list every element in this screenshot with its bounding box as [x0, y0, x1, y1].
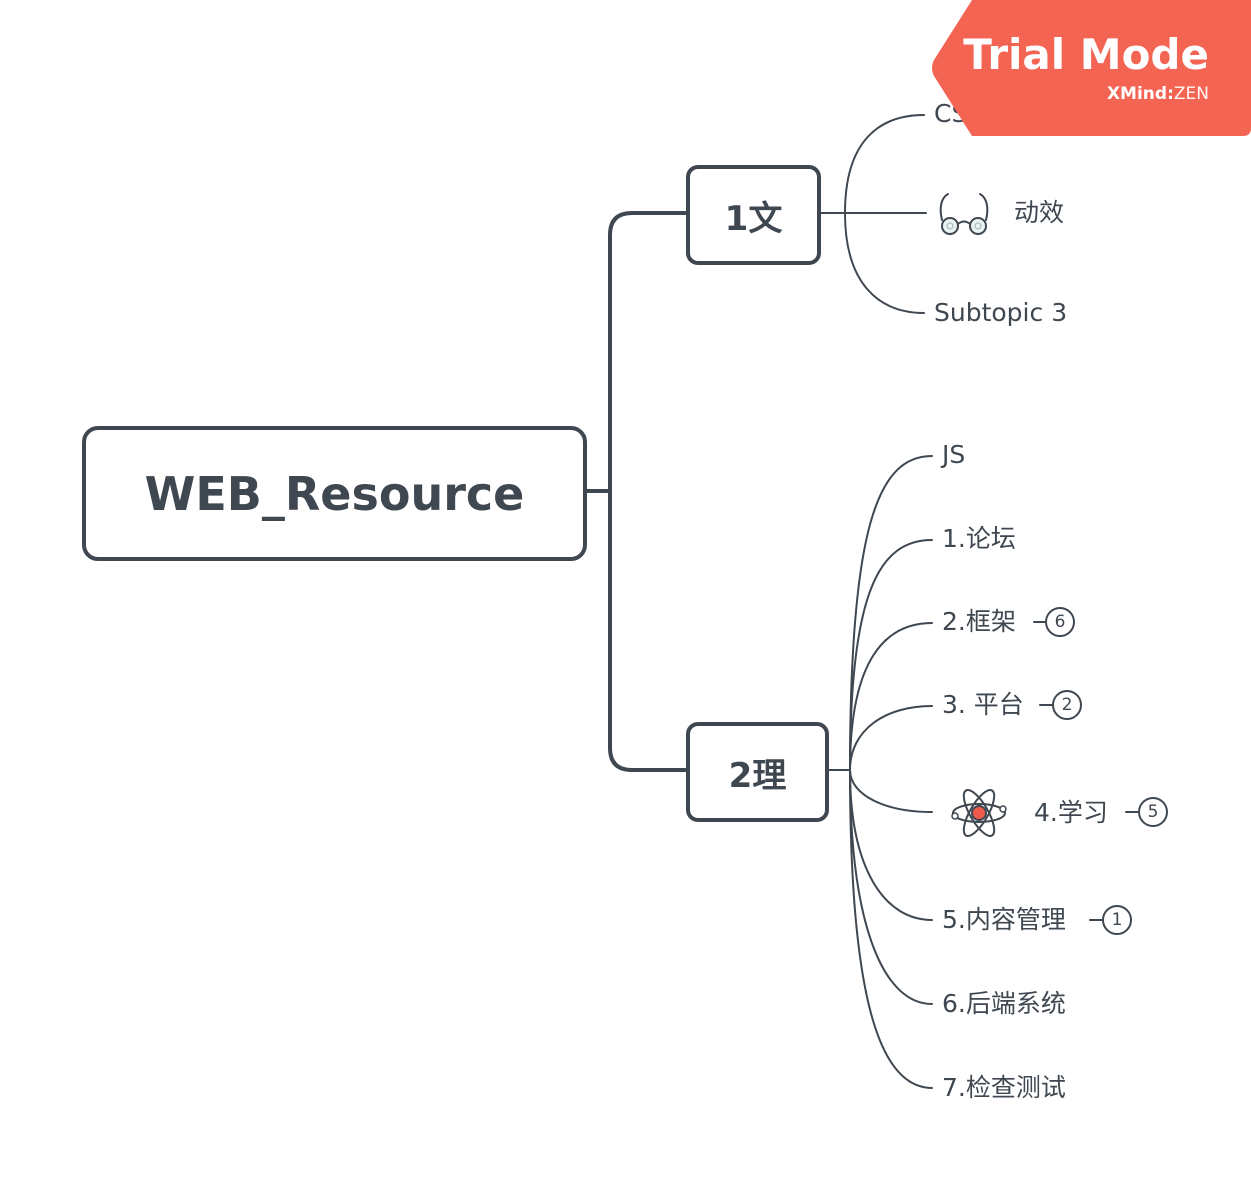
subtopic-backend[interactable]: 6.后端系统	[942, 986, 1066, 1022]
connector-cms	[849, 769, 933, 921]
subtopic-forum-label: 1.论坛	[942, 524, 1016, 553]
trial-brand-edition: ZEN	[1173, 84, 1209, 104]
connector-subtopic-3	[844, 212, 925, 314]
subtopic-study[interactable]: 4.学习	[1034, 795, 1108, 831]
trial-brand-name: XMind	[1106, 84, 1168, 104]
connector-platform	[849, 705, 933, 771]
subtopic-platform[interactable]: 3. 平台	[942, 687, 1024, 723]
subtopic-motion[interactable]: 动效	[1014, 195, 1064, 231]
root-connector-branch-1	[608, 211, 688, 772]
subtopic-js[interactable]: JS	[942, 437, 965, 473]
branch-topic-1[interactable]: 1文	[686, 165, 821, 265]
subtopic-study-label: 4.学习	[1034, 798, 1108, 827]
subtopic-cms-label: 5.内容管理	[942, 905, 1066, 934]
connector-js	[849, 455, 933, 771]
collapse-badge-study[interactable]: 5	[1138, 797, 1168, 827]
eyeglasses-icon	[939, 193, 989, 235]
branch-topic-2[interactable]: 2理	[686, 722, 829, 822]
collapse-badge-cms[interactable]: 1	[1102, 905, 1132, 935]
atom-icon	[951, 789, 1007, 837]
branch-topic-2-label: 2理	[728, 755, 787, 796]
trial-banner-shape	[932, 0, 1251, 136]
connector-study	[849, 769, 933, 813]
subtopic-3[interactable]: Subtopic 3	[934, 295, 1067, 331]
collapse-badge-platform-count: 2	[1061, 695, 1073, 715]
trial-mode-title: Trial Mode	[963, 30, 1209, 79]
connector-css	[844, 114, 925, 214]
subtopic-testing-label: 7.检查测试	[942, 1073, 1066, 1102]
subtopic-backend-label: 6.后端系统	[942, 989, 1066, 1018]
connector-forum	[849, 539, 933, 771]
root-topic-label: WEB_Resource	[144, 466, 525, 521]
subtopic-framework[interactable]: 2.框架	[942, 604, 1016, 640]
connector-framework	[849, 622, 933, 771]
collapse-badge-platform[interactable]: 2	[1052, 690, 1082, 720]
subtopic-cms[interactable]: 5.内容管理	[942, 902, 1066, 938]
collapse-badge-framework-count: 6	[1054, 612, 1066, 632]
subtopic-testing[interactable]: 7.检查测试	[942, 1070, 1066, 1106]
connector-testing	[849, 769, 933, 1089]
trial-mode-banner[interactable]: Trial Mode XMind:ZEN	[930, 0, 1251, 136]
subtopic-js-label: JS	[942, 440, 966, 469]
connector-backend	[849, 769, 933, 1005]
subtopic-framework-label: 2.框架	[942, 607, 1016, 636]
trial-brand: XMind:ZEN	[1107, 84, 1209, 104]
subtopic-platform-label: 3. 平台	[942, 690, 1024, 719]
collapse-badge-framework[interactable]: 6	[1045, 607, 1075, 637]
subtopic-forum[interactable]: 1.论坛	[942, 521, 1016, 557]
collapse-badge-study-count: 5	[1147, 802, 1159, 822]
collapse-badge-cms-count: 1	[1111, 910, 1123, 930]
subtopic-3-label: Subtopic 3	[934, 298, 1068, 327]
branch-topic-1-label: 1文	[724, 198, 783, 239]
subtopic-motion-label: 动效	[1014, 198, 1065, 227]
trial-brand-separator: :	[1167, 84, 1174, 104]
root-topic[interactable]: WEB_Resource	[82, 426, 587, 561]
